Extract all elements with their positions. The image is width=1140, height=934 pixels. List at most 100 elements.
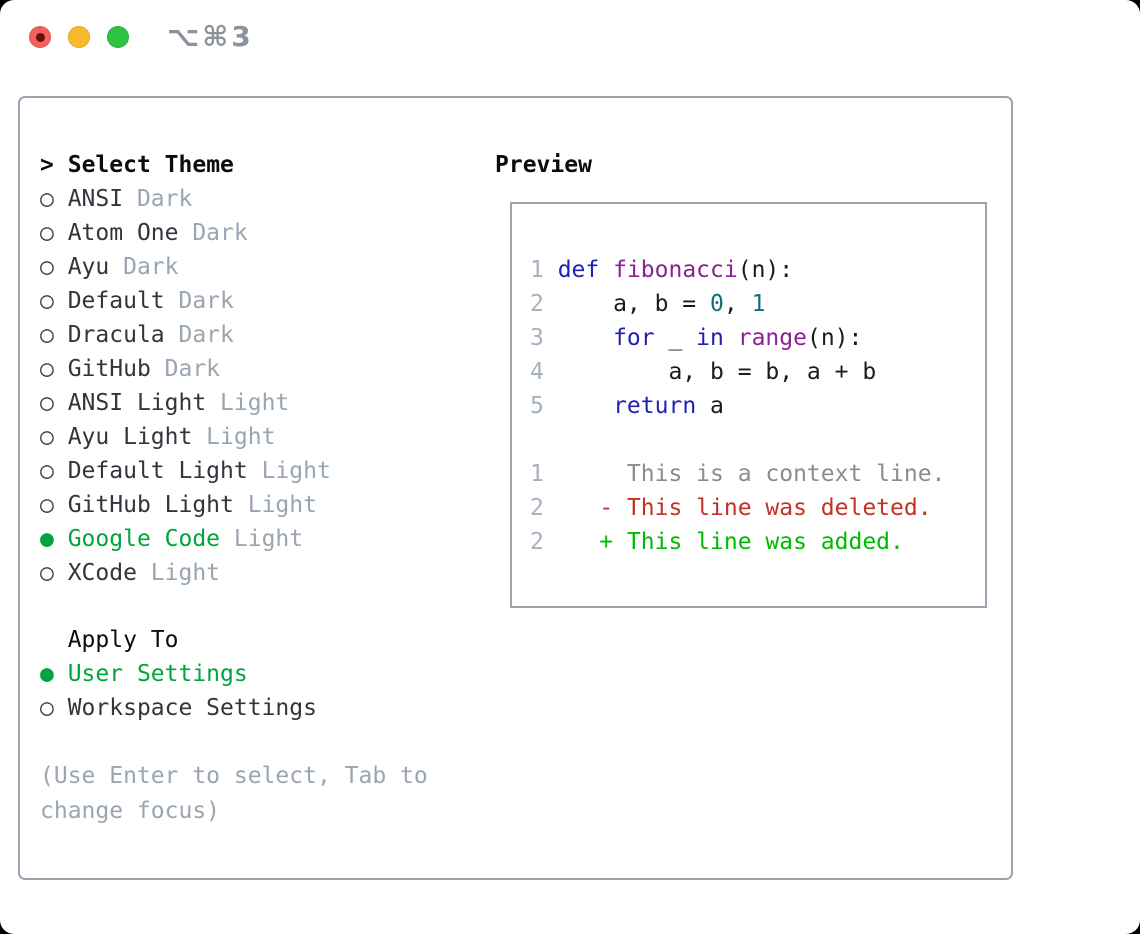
option-label: Workspace Settings	[67, 695, 317, 721]
code-token-literal: 1	[751, 291, 766, 317]
apply-to-option[interactable]: ○ Workspace Settings	[40, 691, 460, 725]
radio-icon: ○	[40, 220, 68, 246]
code-token-literal: 0	[710, 291, 724, 317]
option-label: Default	[67, 288, 165, 314]
line-number: 2	[530, 291, 544, 317]
code-token-context: This is a context line.	[557, 461, 946, 487]
option-label: GitHub Light	[67, 492, 234, 518]
theme-option[interactable]: ○ Ayu Dark	[40, 250, 460, 284]
option-label: Ayu	[67, 254, 110, 280]
line-number: 5	[530, 393, 544, 419]
code-token-plain: a, b = b, a + b	[557, 359, 877, 385]
code-token-keyword: in	[696, 325, 724, 351]
radio-icon: ○	[40, 458, 68, 484]
line-number: 1	[530, 257, 544, 283]
theme-option[interactable]: ○ Default Light Light	[40, 454, 460, 488]
select-theme-header: > Select Theme	[40, 148, 460, 182]
code-token-plain: a, b =	[557, 291, 711, 317]
theme-option[interactable]: ○ GitHub Dark	[40, 352, 460, 386]
code-token-plain: (n):	[737, 257, 794, 283]
line-number: 2	[530, 495, 544, 521]
radio-icon: ○	[40, 424, 68, 450]
main-panel: > Select Theme ○ ANSI Dark○ Atom One Dar…	[18, 96, 1013, 880]
preview-code-line: 4 a, b = b, a + b	[530, 355, 985, 389]
option-variant: Dark	[123, 186, 193, 212]
code-token-keyword: return	[613, 393, 697, 419]
radio-icon: ○	[40, 186, 68, 212]
option-variant: Dark	[164, 288, 234, 314]
theme-picker: > Select Theme ○ ANSI Dark○ Atom One Dar…	[40, 148, 460, 829]
theme-option[interactable]: ○ Dracula Dark	[40, 318, 460, 352]
theme-option[interactable]: ○ ANSI Dark	[40, 182, 460, 216]
radio-icon: ○	[40, 322, 68, 348]
keyboard-hint: (Use Enter to select, Tab to change focu…	[40, 763, 428, 824]
code-token-plain: a	[696, 393, 724, 419]
minimize-button[interactable]	[68, 26, 90, 48]
theme-list: ○ ANSI Dark○ Atom One Dark○ Ayu Dark○ De…	[40, 182, 460, 590]
option-variant: Light	[233, 492, 317, 518]
option-variant: Light	[247, 458, 331, 484]
radio-icon: ○	[40, 288, 68, 314]
option-label: Google Code	[67, 526, 221, 552]
code-token-plain	[599, 257, 613, 283]
option-label: Ayu Light	[67, 424, 193, 450]
preview-code-line: 1 This is a context line.	[530, 457, 985, 491]
radio-icon: ○	[40, 492, 68, 518]
line-number: 3	[530, 325, 544, 351]
window-title: ⌥⌘3	[167, 20, 254, 53]
preview-code-line: 2 a, b = 0, 1	[530, 287, 985, 321]
code-token-function: fibonacci	[613, 257, 738, 283]
line-number: 4	[530, 359, 544, 385]
close-button[interactable]	[29, 26, 51, 48]
theme-option[interactable]: ○ GitHub Light Light	[40, 488, 460, 522]
zoom-button[interactable]	[107, 26, 129, 48]
preview-code-line: 2 + This line was added.	[530, 525, 985, 559]
option-label: Default Light	[67, 458, 248, 484]
option-label: ANSI Light	[67, 390, 207, 416]
preview-code-line: 1 def fibonacci(n):	[530, 253, 985, 287]
theme-option[interactable]: ○ ANSI Light Light	[40, 386, 460, 420]
cursor-icon: >	[40, 152, 54, 178]
code-token-function: range	[737, 325, 807, 351]
radio-icon: ○	[40, 560, 68, 586]
radio-icon: ●	[40, 661, 68, 687]
preview-code-line	[530, 423, 985, 457]
option-variant: Light	[192, 424, 276, 450]
code-token-plain: (n):	[806, 325, 863, 351]
option-variant: Light	[206, 390, 290, 416]
line-number: 2	[530, 529, 544, 555]
code-token-plain: ,	[723, 291, 752, 317]
radio-icon: ○	[40, 390, 68, 416]
preview-code-line: 3 for _ in range(n):	[530, 321, 985, 355]
apply-to-header: Apply To	[67, 627, 179, 653]
option-label: User Settings	[67, 661, 248, 687]
option-label: XCode	[67, 560, 137, 586]
select-theme-title: Select Theme	[67, 152, 234, 178]
theme-option[interactable]: ○ Default Dark	[40, 284, 460, 318]
option-label: ANSI	[67, 186, 124, 212]
option-variant: Light	[136, 560, 221, 586]
apply-to-option[interactable]: ● User Settings	[40, 657, 460, 691]
preview-code-line: 2 - This line was deleted.	[530, 491, 985, 525]
option-label: Dracula	[67, 322, 165, 348]
code-token-keyword: def	[557, 257, 600, 283]
code-token-plain	[558, 393, 613, 419]
option-variant: Light	[220, 526, 304, 552]
theme-option[interactable]: ○ Atom One Dark	[40, 216, 460, 250]
theme-option[interactable]: ○ XCode Light	[40, 556, 460, 590]
titlebar: ⌥⌘3	[0, 0, 1140, 96]
preview-title: Preview	[495, 152, 592, 178]
code-token-plain	[558, 325, 613, 351]
option-variant: Dark	[178, 220, 248, 246]
apply-to-list: ● User Settings○ Workspace Settings	[40, 657, 460, 725]
radio-icon: ○	[40, 695, 68, 721]
theme-option[interactable]: ● Google Code Light	[40, 522, 460, 556]
code-token-deleted: - This line was deleted.	[557, 495, 932, 521]
option-variant: Dark	[150, 356, 221, 382]
theme-option[interactable]: ○ Ayu Light Light	[40, 420, 460, 454]
option-label: GitHub	[67, 356, 151, 382]
radio-icon: ○	[40, 254, 68, 280]
